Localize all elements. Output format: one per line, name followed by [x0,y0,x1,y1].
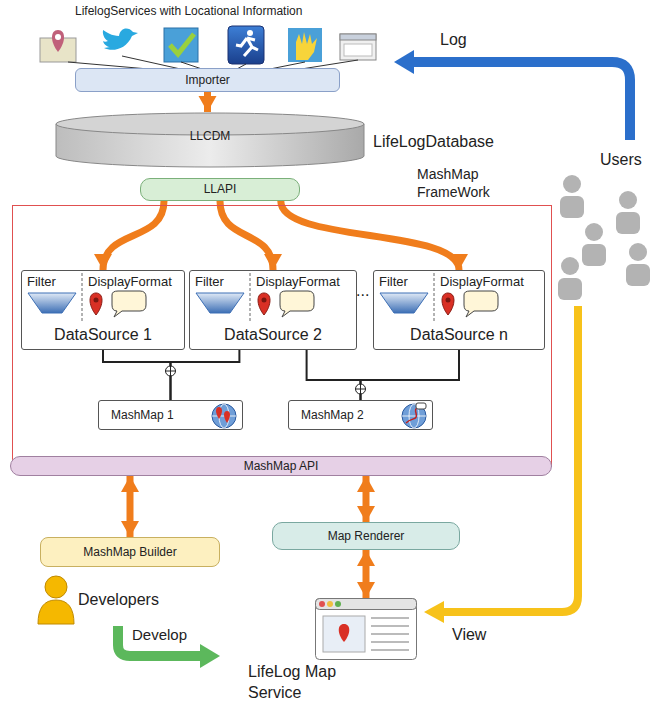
note-label: ... [356,281,369,300]
service-icons [40,26,376,64]
mashmap-box: MashMap 2 [288,400,433,430]
filter-funnel [196,293,244,313]
database-cylinder: LLCDMLifeLogDatabase [55,112,365,168]
note-label: View [452,625,486,644]
database-label: LLCDM [55,129,365,143]
divider [434,273,435,321]
datasource-name: DataSource 2 [190,325,356,344]
framework-label: MashMap FrameWork [417,166,517,201]
note-label: Developers [78,590,159,609]
data-link [361,350,460,400]
developer-icon [38,576,74,624]
api-box: LLAPI [140,178,300,201]
datasource-part: DisplayFormat [256,274,340,290]
flow-arrow [281,201,459,270]
note-label: Users [600,150,642,169]
mashmap-box: MashMap 1 [98,400,243,430]
datasource-box: Filter DisplayFormatDataSource 2 [189,270,357,350]
mashmap-label: MashMap 2 [301,408,364,422]
note-label: LifelogServices with Locational Informat… [75,4,302,18]
api-band: MashMap API [10,456,552,476]
speech-bubble [464,291,498,317]
builder-box: MashMap Builder [40,537,220,567]
flow-arrow [103,201,164,270]
datasource-part: Filter [27,274,56,290]
users-icon [558,175,650,300]
box-label: MashMap API [244,459,319,473]
map-pin [442,293,454,315]
browser-shape [315,598,417,660]
browser-window: LifeLog Map Service [315,598,417,660]
process-box: Importer [75,68,340,92]
datasource-part: Filter [195,274,224,290]
datasource-name: DataSource n [374,325,544,344]
datasource-part: DisplayFormat [88,274,172,290]
mashmap-label: MashMap 1 [111,408,174,422]
divider [82,273,83,321]
datasource-box: Filter DisplayFormatDataSource n [373,270,545,350]
framework-region: MashMap FrameWorkFilterDisplayFormatData… [12,205,552,467]
renderer-box: Map Renderer [272,522,460,550]
datasource-name: DataSource 1 [22,325,184,344]
data-link [103,350,171,400]
flow-arrow [204,92,211,112]
flow-arrow [363,550,370,598]
filter-funnel [28,293,76,313]
data-link [307,350,361,400]
flow-arrow [127,476,134,537]
data-link [171,350,240,400]
flow-arrow [363,476,370,522]
database-name: LifeLogDatabase [373,132,494,151]
log-arrow [394,50,630,140]
speech-bubble [280,291,314,317]
junction-symbol [356,384,366,394]
box-label: LLAPI [204,182,237,196]
map-pin [258,293,270,315]
note-label: Develop [132,626,187,644]
map-pin [90,293,102,315]
service-name: LifeLog Map Service [248,662,358,704]
filter-funnel [380,293,428,313]
box-label: Map Renderer [328,529,405,543]
datasource-part: DisplayFormat [440,274,524,290]
develop-arrow [118,626,220,668]
divider [250,273,251,321]
box-label: MashMap Builder [83,545,176,559]
box-label: Importer [185,73,230,87]
note-label: Log [440,30,467,49]
datasource-box: Filter DisplayFormatDataSource 1 [21,270,185,350]
datasource-part: Filter [379,274,408,290]
speech-bubble [112,291,146,317]
flow-arrow [220,201,273,270]
junction-symbol [166,366,176,376]
